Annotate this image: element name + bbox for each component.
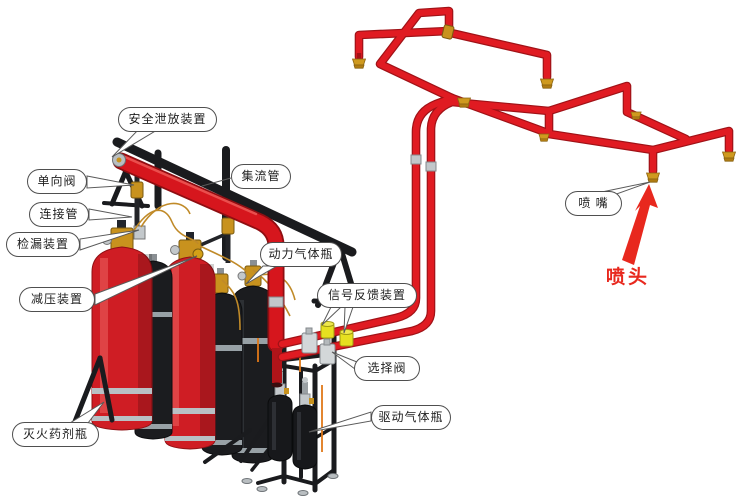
driving-gas-bottle xyxy=(292,377,318,470)
callout-pressure-reducer: 减压装置 xyxy=(19,287,95,312)
nozzle-icon xyxy=(456,97,472,108)
nozzle-icon xyxy=(351,53,367,69)
nozzle-icon xyxy=(630,111,642,120)
pipe-network xyxy=(277,6,734,362)
callout-signal-feedback: 信号反馈装置 xyxy=(317,283,417,308)
selector-valves xyxy=(301,327,336,365)
callout-power-gas-bottle: 动力气体瓶 xyxy=(260,242,342,267)
pipe-union xyxy=(425,161,437,172)
signal-feedback-devices xyxy=(320,321,354,347)
callout-leak-detector: 检漏装置 xyxy=(6,232,80,257)
callout-nozzle: 喷 嘴 xyxy=(565,191,622,216)
agent-cylinder-red xyxy=(91,220,153,431)
nozzle-icon xyxy=(645,172,661,183)
nozzle-icon xyxy=(538,133,550,142)
callout-selector-valve: 选择阀 xyxy=(354,356,420,381)
spray-head-note: 喷头 xyxy=(606,267,651,288)
callout-driving-gas-bottle: 驱动气体瓶 xyxy=(371,405,451,430)
callout-connecting-pipe: 连接管 xyxy=(29,202,89,227)
callout-agent-bottle: 灭火药剂瓶 xyxy=(12,422,99,447)
pipe-union xyxy=(410,154,422,165)
callout-check-valve: 单向阀 xyxy=(27,169,87,194)
driving-gas-assembly xyxy=(239,332,339,496)
check-valve-icon xyxy=(130,181,144,199)
callout-safety-relief-device: 安全泄放装置 xyxy=(118,107,217,132)
nozzle-icon xyxy=(721,151,737,162)
check-valve-icon xyxy=(221,217,235,235)
pointer-arrow xyxy=(622,184,658,265)
agent-cylinder-red xyxy=(164,232,216,450)
spray-nozzles xyxy=(351,53,737,183)
leak-detector-icon xyxy=(133,225,146,240)
nozzle-icon xyxy=(539,78,555,89)
pipe-union xyxy=(441,24,455,40)
pipe-union xyxy=(268,296,284,308)
agent-and-power-cylinders xyxy=(68,202,296,464)
callout-manifold: 集流管 xyxy=(231,164,291,189)
